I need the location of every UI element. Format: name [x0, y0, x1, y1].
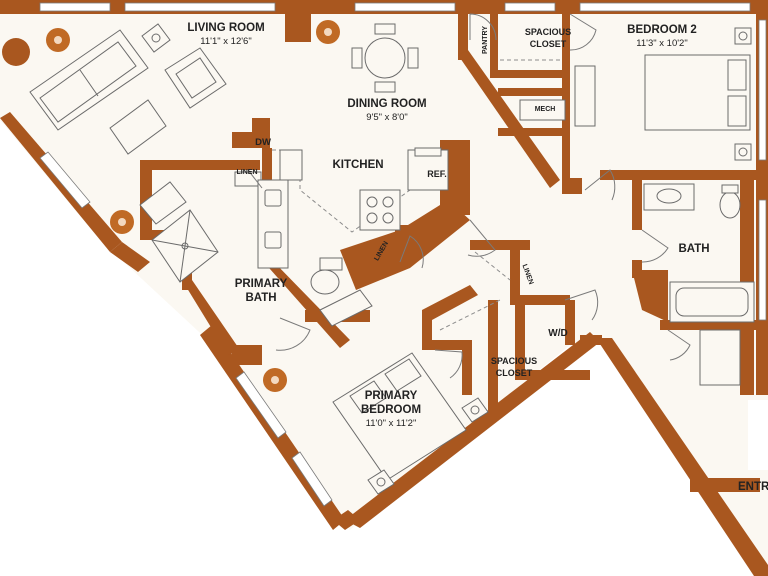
dining-room-label: DINING ROOM — [347, 98, 426, 110]
kitchen-label: KITCHEN — [332, 159, 383, 171]
ref-label: REF. — [427, 169, 447, 179]
primary-bedroom-label-line2: BEDROOM — [361, 404, 421, 416]
plant-icon — [316, 20, 340, 44]
entry-label: ENTRY — [738, 481, 768, 493]
bath-label: BATH — [678, 243, 709, 255]
primary-bedroom-label-line1: PRIMARY — [365, 390, 418, 402]
primary-bath-label-line2: BATH — [245, 292, 276, 304]
spacious-closet-primary-line1: SPACIOUS — [491, 356, 537, 366]
wd-label: W/D — [548, 328, 567, 339]
spacious-closet-top-line2: CLOSET — [530, 39, 567, 49]
windows — [39, 2, 767, 507]
dw-label: DW — [255, 137, 271, 148]
bedroom-2-label: BEDROOM 2 — [627, 24, 697, 36]
spacious-closet-primary-line2: CLOSET — [496, 368, 533, 378]
dining-room-dims: 9'5" x 8'0" — [366, 112, 408, 123]
primary-bedroom-furniture — [332, 352, 489, 495]
linen-kitchen-label: LINEN — [237, 169, 258, 176]
living-room-dims: 11'1" x 12'6" — [200, 36, 251, 47]
dining-table — [351, 23, 419, 93]
bath-fixtures — [643, 183, 755, 386]
bedroom-2-furniture — [519, 27, 752, 161]
living-room-furniture — [2, 23, 227, 225]
mech-label: MECH — [535, 106, 556, 113]
plant-icon — [46, 28, 70, 52]
room-labels: LIVING ROOM 11'1" x 12'6" DINING ROOM 9'… — [187, 22, 768, 493]
bedroom-2-dims: 11'3" x 10'2" — [636, 38, 687, 49]
living-room-label: LIVING ROOM — [187, 22, 264, 34]
pantry-label: PANTRY — [482, 26, 489, 54]
plant-icon — [110, 210, 134, 234]
kitchen-fixtures — [272, 147, 449, 233]
primary-bath-label-line1: PRIMARY — [235, 278, 288, 290]
primary-bath-fixtures — [151, 171, 373, 327]
spacious-closet-top-line1: SPACIOUS — [525, 27, 571, 37]
plant-icon — [263, 368, 287, 392]
primary-bedroom-dims: 11'0" x 11'2" — [366, 418, 417, 429]
doors — [247, 13, 691, 379]
